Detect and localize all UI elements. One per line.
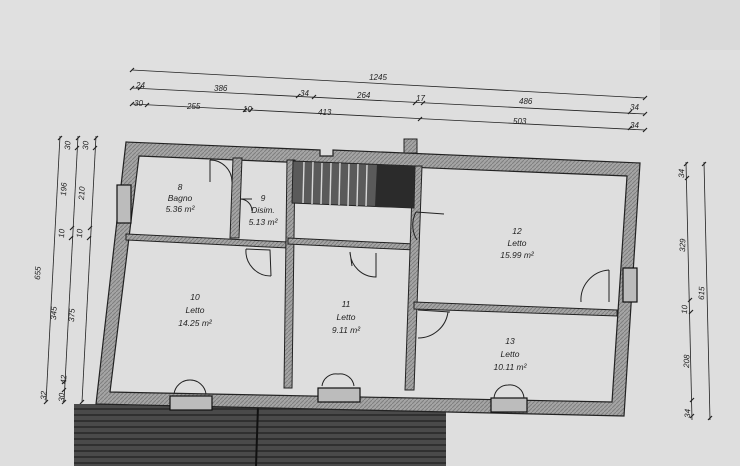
room-number: 12 <box>512 226 522 236</box>
window <box>116 184 132 224</box>
dim-top-row3: 503 <box>513 117 527 126</box>
dim-top-row1: 34 <box>630 103 639 112</box>
dim-left: 210 <box>77 186 87 201</box>
door-swing <box>209 159 233 183</box>
window <box>490 397 528 413</box>
room-area: 15.99 m² <box>500 250 535 260</box>
dim-right: 208 <box>682 354 692 369</box>
dim-left: 196 <box>59 182 69 196</box>
room-12: 12 Letto 15.99 m² <box>500 226 535 260</box>
door-swing <box>412 211 445 241</box>
window <box>317 387 361 403</box>
dim-top-overall: 1245 <box>369 73 387 82</box>
staircase <box>291 160 416 209</box>
door-swings <box>173 159 610 399</box>
paper-texture <box>0 0 740 70</box>
room-name: Disim. <box>251 205 275 215</box>
dim-left: 375 <box>67 308 77 322</box>
chimney <box>403 138 418 154</box>
dim-left: 42 <box>59 374 68 384</box>
dim-left: 10 <box>57 228 66 238</box>
right-dimensions <box>683 161 713 421</box>
door-swing <box>321 373 355 387</box>
exterior-walls <box>95 141 641 417</box>
room-number: 8 <box>178 182 183 192</box>
dim-right: 615 <box>697 286 706 300</box>
dim-top-row2: 10 <box>243 105 252 114</box>
door-swing <box>245 248 272 277</box>
dim-top-row2: 413 <box>318 108 332 117</box>
dim-right: 34 <box>683 408 692 418</box>
room-area: 5.36 m² <box>166 204 196 214</box>
terrace-divider <box>255 405 259 466</box>
door-swing <box>239 198 253 212</box>
window <box>622 267 638 303</box>
dim-top-row3: 34 <box>630 121 639 130</box>
room-9: 9 Disim. 5.13 m² <box>249 193 279 227</box>
room-area: 9.11 m² <box>332 325 361 335</box>
dim-top-row2: 30 <box>134 99 143 108</box>
dim-left: 655 <box>33 266 43 280</box>
dim-top-row1: 17 <box>416 94 425 103</box>
room-area: 5.13 m² <box>249 217 279 227</box>
door-swing <box>417 309 451 339</box>
room-name: Letto <box>501 349 520 359</box>
room-area: 14.25 m² <box>178 318 213 328</box>
right-dimension-labels: 34 329 615 10 208 34 <box>677 168 706 418</box>
door-swing <box>493 384 525 399</box>
dim-top-row2: 255 <box>186 102 201 111</box>
dim-left: 30 <box>57 392 66 402</box>
room-name: Letto <box>508 238 527 248</box>
dimension-ticks <box>129 67 648 133</box>
room-area: 10.11 m² <box>494 362 528 372</box>
left-dimension-labels: 30 30 196 210 10 10 655 345 375 42 32 30 <box>33 140 90 402</box>
left-dimensions <box>43 135 99 405</box>
room-number: 11 <box>342 299 351 309</box>
dim-right: 10 <box>680 304 689 314</box>
room-13: 13 Letto 10.11 m² <box>494 336 528 372</box>
dim-left: 30 <box>63 140 72 150</box>
door-swing <box>173 379 207 395</box>
windows <box>116 184 638 413</box>
dim-top-row1: 486 <box>519 97 533 106</box>
room-name: Letto <box>186 305 205 315</box>
dim-left: 32 <box>39 390 48 400</box>
dim-right: 34 <box>677 168 686 178</box>
room-11: 11 Letto 9.11 m² <box>332 299 361 335</box>
dim-top-row1: 34 <box>300 89 309 98</box>
dim-left: 345 <box>49 306 59 320</box>
terrace-hatch <box>74 404 446 466</box>
room-number: 10 <box>190 292 200 302</box>
room-number: 13 <box>505 336 515 346</box>
room-10: 10 Letto 14.25 m² <box>178 292 213 328</box>
room-number: 9 <box>261 193 266 203</box>
dim-top-row1: 264 <box>356 91 371 100</box>
top-dimensions <box>129 67 648 133</box>
room-8: 8 Bagno 5.36 m² <box>166 182 196 214</box>
dim-top-row1: 386 <box>214 84 228 93</box>
dim-left: 30 <box>81 140 90 150</box>
room-name: Bagno <box>168 193 193 203</box>
room-name: Letto <box>337 312 356 322</box>
door-swing <box>580 269 610 303</box>
window <box>169 395 213 411</box>
dim-right: 329 <box>678 238 687 252</box>
door-swing <box>349 251 377 278</box>
dim-left: 10 <box>75 228 84 238</box>
interior-walls <box>125 157 618 391</box>
dim-top-row1: 24 <box>135 81 145 90</box>
